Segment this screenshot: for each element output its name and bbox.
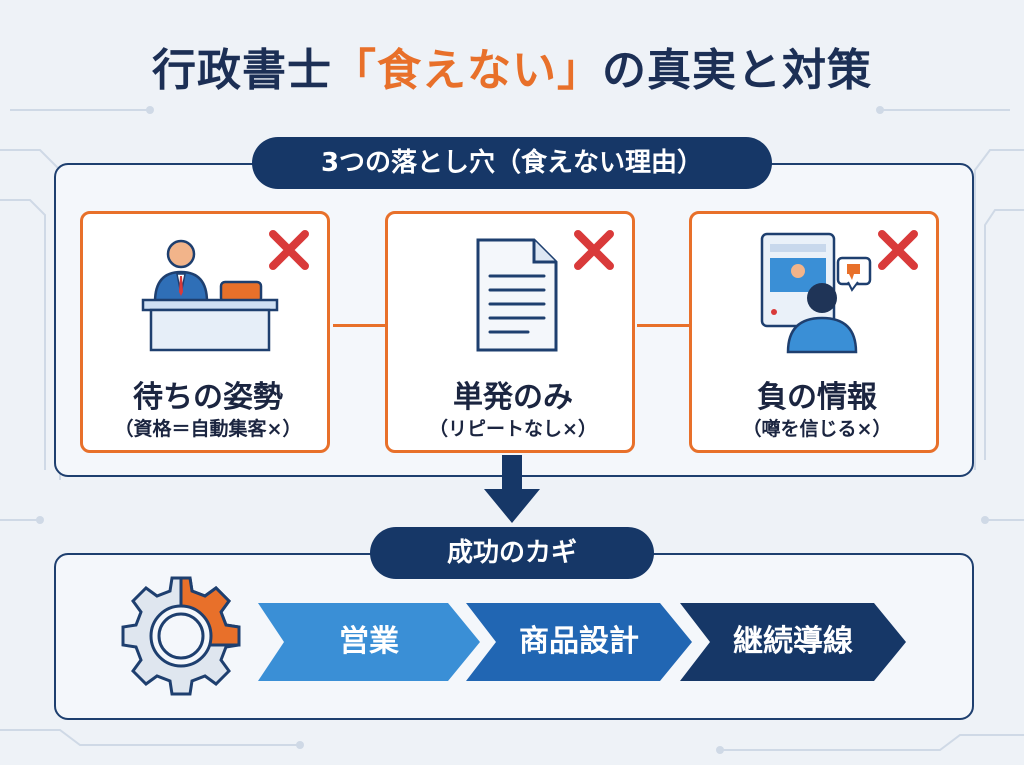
title-prefix: 行政書士 [152,45,332,96]
document-icon [476,238,558,352]
x-mark-icon [878,230,918,270]
problem-card-negative-info: 負の情報 （噂を信じる×） [689,211,939,453]
title-suffix: の真実と対策 [602,45,872,96]
title-highlight: 「食えない」 [332,45,602,96]
step-chevron-sales: 営業 [258,603,480,681]
problem-card-one-shot: 単発のみ （リピートなし×） [385,211,635,453]
problem-card-waiting: 待ちの姿勢 （資格＝自動集客×） [80,211,330,453]
x-mark-icon [269,230,309,270]
card-subtitle: （リピートなし×） [429,418,597,440]
chevron-shape [680,603,906,681]
step-chevron-retention: 継続導線 [680,603,906,681]
chevron-shape [258,603,480,681]
problems-label: 3つの落とし穴（食えない理由） [252,137,772,189]
gear-icon [121,576,241,696]
social-media-icon [760,232,872,354]
success-label: 成功のカギ [370,527,654,579]
step-label: 継続導線 [733,624,853,659]
card-title: 負の情報 [757,380,877,415]
step-label: 営業 [339,624,399,659]
card-subtitle: （噂を信じる×） [742,418,892,440]
person-at-desk-icon [141,239,279,352]
connector-line [637,324,689,327]
connector-line [333,324,385,327]
card-subtitle: （資格＝自動集客×） [114,418,302,440]
x-mark-icon [574,230,614,270]
card-title: 単発のみ [453,380,573,415]
step-label: 商品設計 [519,624,639,659]
step-chevron-product-design: 商品設計 [466,603,692,681]
card-title: 待ちの姿勢 [133,380,283,415]
page-title: 行政書士「食えない」の真実と対策 [0,34,1024,98]
arrow-down-icon [484,455,540,523]
chevron-shape [466,603,692,681]
